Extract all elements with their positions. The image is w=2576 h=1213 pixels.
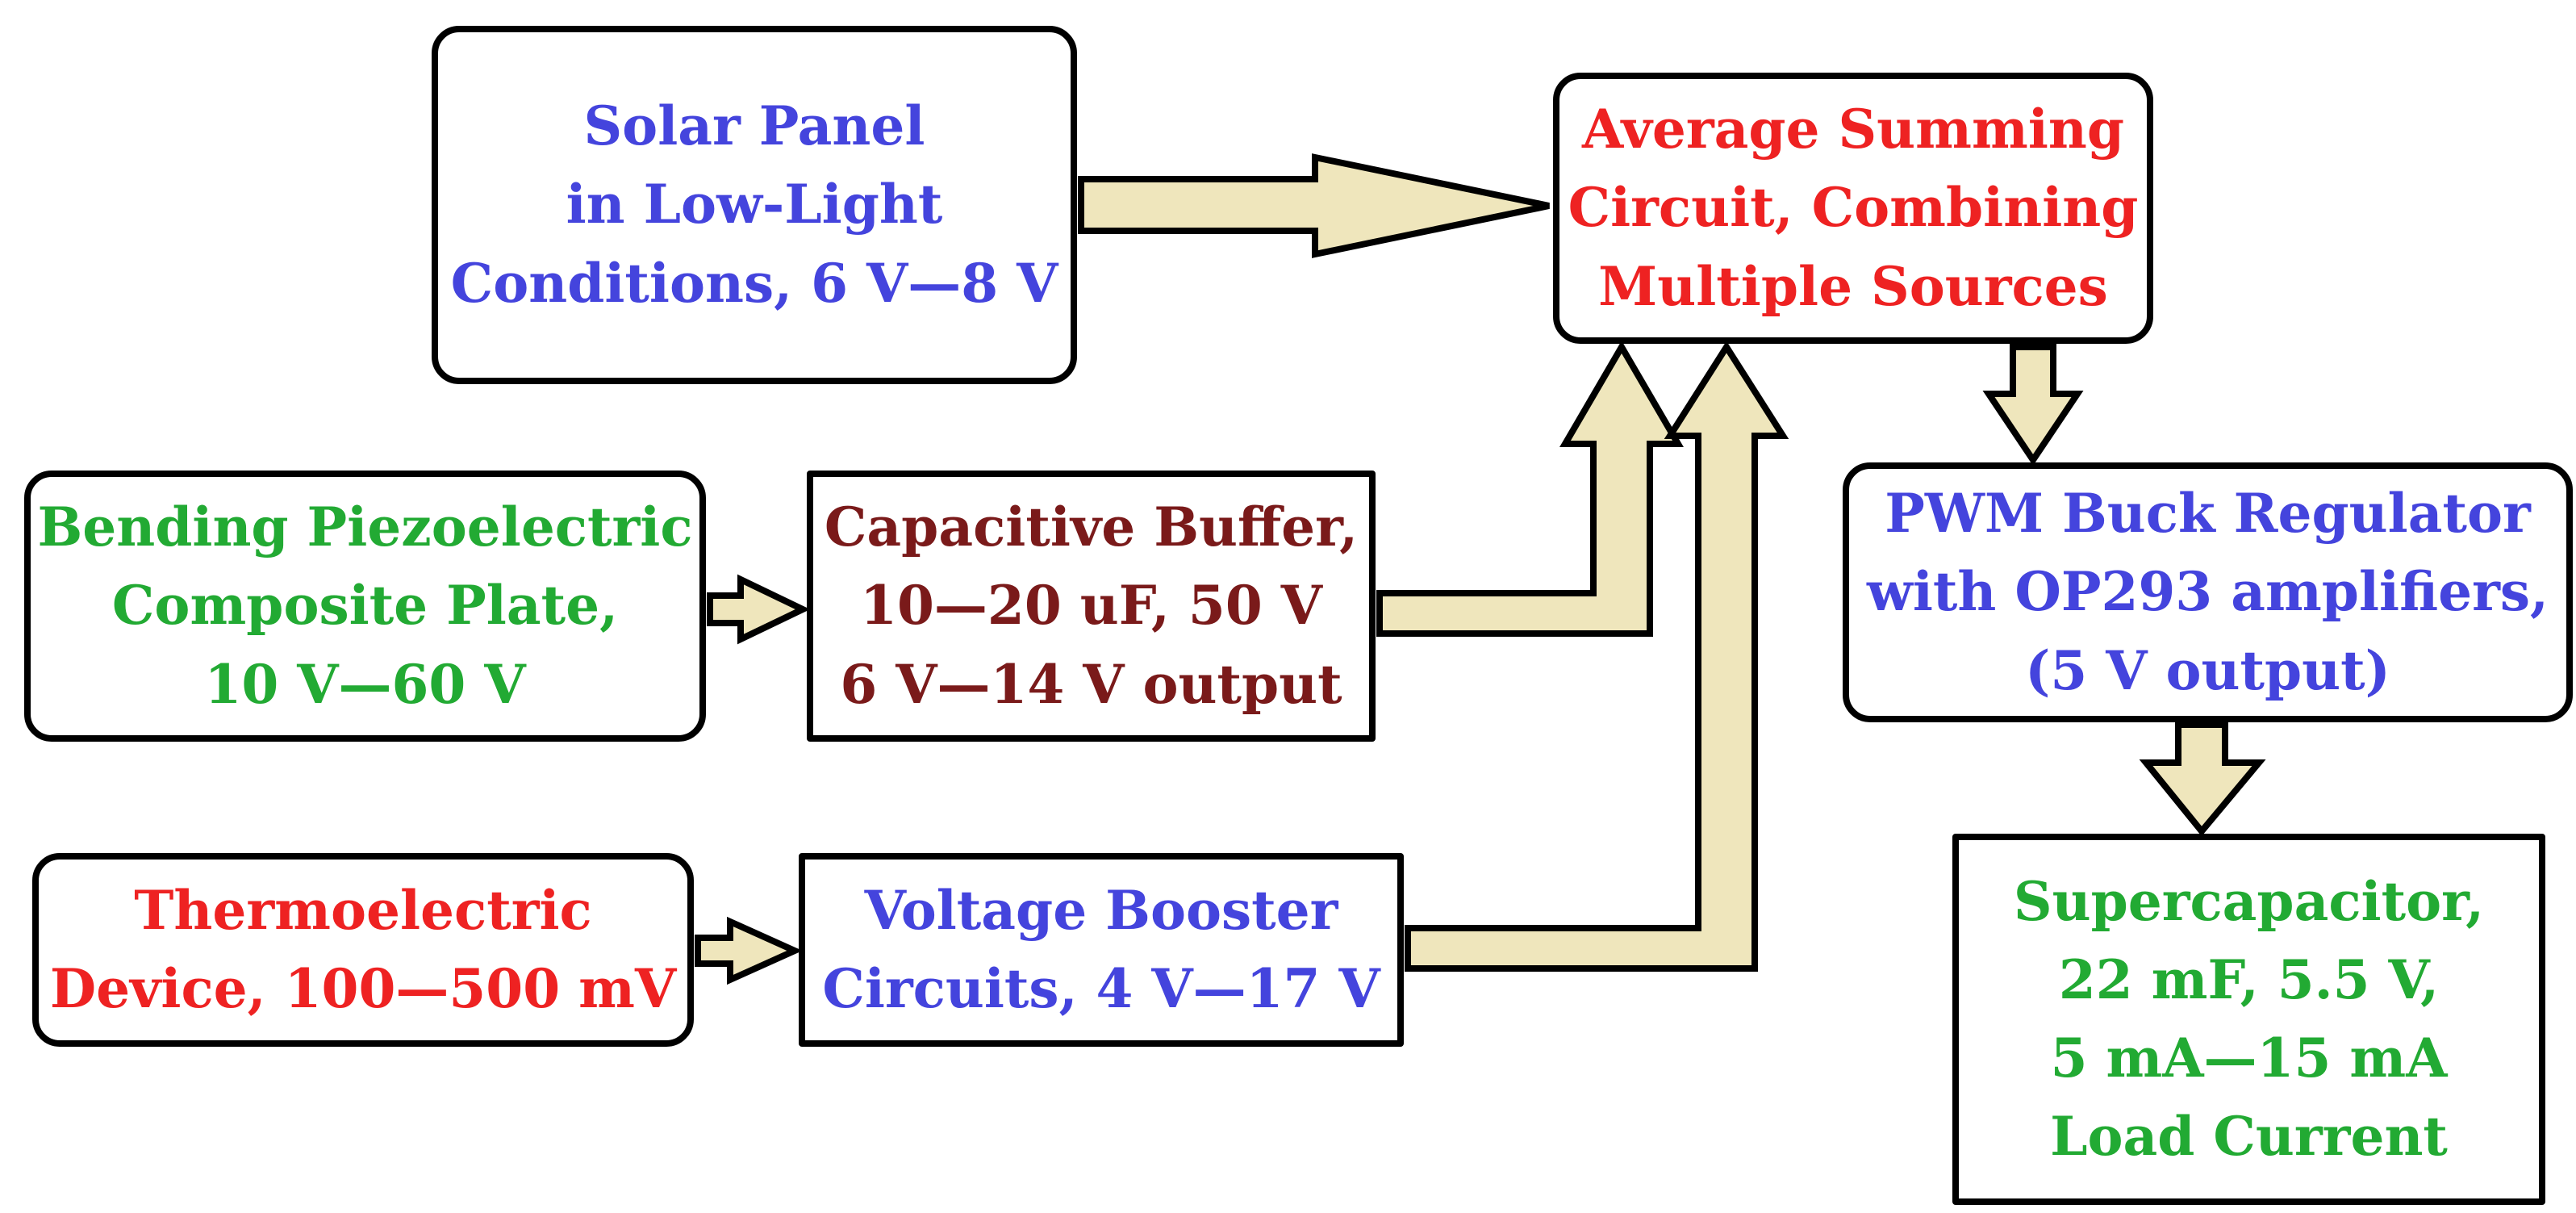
node-thermoelectric-device: Thermoelectric Device, 100—500 mV — [32, 853, 694, 1047]
node-supercap-line-2: 22 mF, 5.5 V, — [2058, 947, 2440, 1011]
node-pwm-line-1: PWM Buck Regulator — [1885, 482, 2531, 546]
node-piezo-line-3: 10 V—60 V — [204, 652, 526, 716]
node-booster-line-2: Circuits, 4 V—17 V — [822, 957, 1380, 1020]
node-summing-line-3: Multiple Sources — [1598, 254, 2108, 318]
node-buffer-line-2: 10—20 uF, 50 V — [860, 574, 1322, 638]
node-piezoelectric-plate: Bending Piezoelectric Composite Plate, 1… — [24, 471, 706, 742]
arrow-thermo-to-booster — [695, 916, 803, 985]
node-supercap-line-1: Supercapacitor, — [2013, 869, 2485, 933]
arrow-summing-to-pwm — [1982, 344, 2084, 466]
arrow-piezo-to-buffer — [707, 574, 811, 645]
node-pwm-line-3: (5 V output) — [2025, 638, 2390, 702]
node-supercapacitor: Supercapacitor, 22 mF, 5.5 V, 5 mA—15 mA… — [1952, 834, 2545, 1205]
node-piezo-line-1: Bending Piezoelectric — [37, 496, 693, 559]
node-piezo-line-2: Composite Plate, — [111, 574, 619, 638]
arrow-buffer-to-summing — [1376, 341, 1684, 637]
node-solar-line-1: Solar Panel — [583, 94, 925, 158]
node-supercap-line-3: 5 mA—15 mA — [2050, 1027, 2448, 1090]
node-solar-panel: Solar Panel in Low-Light Conditions, 6 V… — [432, 26, 1077, 384]
node-average-summing-circuit: Average Summing Circuit, Combining Multi… — [1553, 73, 2153, 344]
node-solar-line-2: in Low-Light — [566, 173, 943, 236]
node-voltage-booster: Voltage Booster Circuits, 4 V—17 V — [799, 853, 1404, 1047]
node-thermo-line-1: Thermoelectric — [134, 878, 592, 942]
arrow-solar-to-summing — [1078, 153, 1550, 258]
arrow-booster-to-summing — [1405, 341, 1789, 972]
node-buffer-line-1: Capacitive Buffer, — [824, 496, 1359, 559]
node-pwm-buck-regulator: PWM Buck Regulator with OP293 amplifiers… — [1843, 462, 2573, 722]
node-pwm-line-2: with OP293 amplifiers, — [1867, 560, 2549, 624]
arrow-pwm-to-supercap — [2139, 722, 2266, 837]
node-summing-line-1: Average Summing — [1581, 98, 2125, 161]
node-summing-line-2: Circuit, Combining — [1568, 176, 2139, 240]
node-booster-line-1: Voltage Booster — [864, 878, 1338, 942]
node-thermo-line-2: Device, 100—500 mV — [49, 957, 677, 1020]
node-buffer-line-3: 6 V—14 V output — [840, 652, 1342, 716]
node-supercap-line-4: Load Current — [2050, 1105, 2448, 1169]
node-capacitive-buffer: Capacitive Buffer, 10—20 uF, 50 V 6 V—14… — [807, 471, 1376, 742]
node-solar-line-3: Conditions, 6 V—8 V — [450, 251, 1058, 315]
